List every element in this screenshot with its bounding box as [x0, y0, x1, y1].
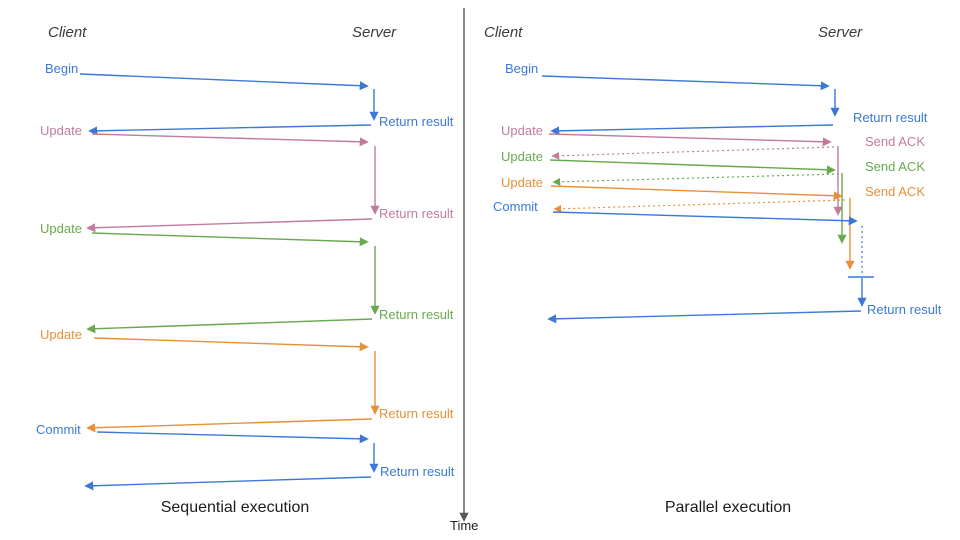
- right-server-header: Server: [818, 24, 863, 41]
- right-client-header: Client: [484, 24, 523, 41]
- right-update1-label: Update: [501, 123, 543, 138]
- left-return-result-label-1: Return result: [379, 114, 454, 129]
- response-arrow: [550, 124, 834, 136]
- right-update3-exchange: [550, 185, 855, 270]
- left-update2-label: Update: [40, 221, 82, 236]
- left-panel-title: Sequential execution: [160, 499, 310, 516]
- right-return-result-label-bottom: Return result: [867, 302, 942, 317]
- right-panel-title: Parallel execution: [664, 499, 792, 516]
- left-commit-label: Commit: [36, 422, 81, 437]
- right-return-result-label-top: Return result: [853, 110, 928, 125]
- request-arrow: [96, 431, 369, 444]
- request-arrow: [550, 185, 843, 201]
- right-commit-exchange: [547, 211, 874, 324]
- time-axis-label: Time: [450, 518, 479, 533]
- ack-arrow: [552, 173, 840, 186]
- request-arrow: [549, 159, 836, 175]
- left-return-result-label-3: Return result: [379, 307, 454, 322]
- request-arrow: [548, 133, 832, 147]
- left-update1-label: Update: [40, 123, 82, 138]
- left-update3-label: Update: [40, 327, 82, 342]
- request-arrow: [541, 75, 830, 91]
- left-return-result-label-5: Return result: [380, 464, 455, 479]
- response-arrow: [547, 310, 862, 324]
- response-arrow: [86, 318, 373, 334]
- right-update2-exchange: [549, 159, 847, 244]
- request-arrow: [91, 133, 369, 147]
- right-update3-label: Update: [501, 175, 543, 190]
- left-commit-exchange: [84, 431, 379, 491]
- left-update3-exchange: [86, 337, 380, 433]
- left-return-result-label-4: Return result: [379, 406, 454, 421]
- right-send-ack-label-1: Send ACK: [865, 134, 925, 149]
- right-send-ack-label-2: Send ACK: [865, 159, 925, 174]
- request-arrow: [79, 73, 369, 91]
- left-server-header: Server: [352, 24, 397, 41]
- request-arrow: [93, 337, 369, 352]
- request-arrow: [91, 232, 369, 247]
- response-arrow: [84, 476, 372, 491]
- right-begin-label: Begin: [505, 61, 539, 76]
- left-return-result-label-2: Return result: [379, 206, 454, 221]
- response-arrow: [86, 418, 373, 433]
- right-commit-label: Commit: [493, 199, 538, 214]
- left-begin-label: Begin: [45, 61, 79, 76]
- right-update2-label: Update: [501, 149, 543, 164]
- response-arrow: [86, 218, 373, 233]
- left-update2-exchange: [86, 232, 380, 334]
- right-begin-exchange: [541, 75, 840, 136]
- request-arrow: [552, 211, 858, 226]
- right-send-ack-label-3: Send ACK: [865, 184, 925, 199]
- left-begin-exchange: [79, 73, 379, 136]
- ack-arrow: [551, 146, 835, 160]
- right-update1-exchange: [548, 133, 843, 216]
- ack-arrow: [553, 199, 846, 213]
- left-update1-exchange: [86, 133, 380, 233]
- response-arrow: [88, 124, 372, 136]
- left-client-header: Client: [48, 24, 87, 41]
